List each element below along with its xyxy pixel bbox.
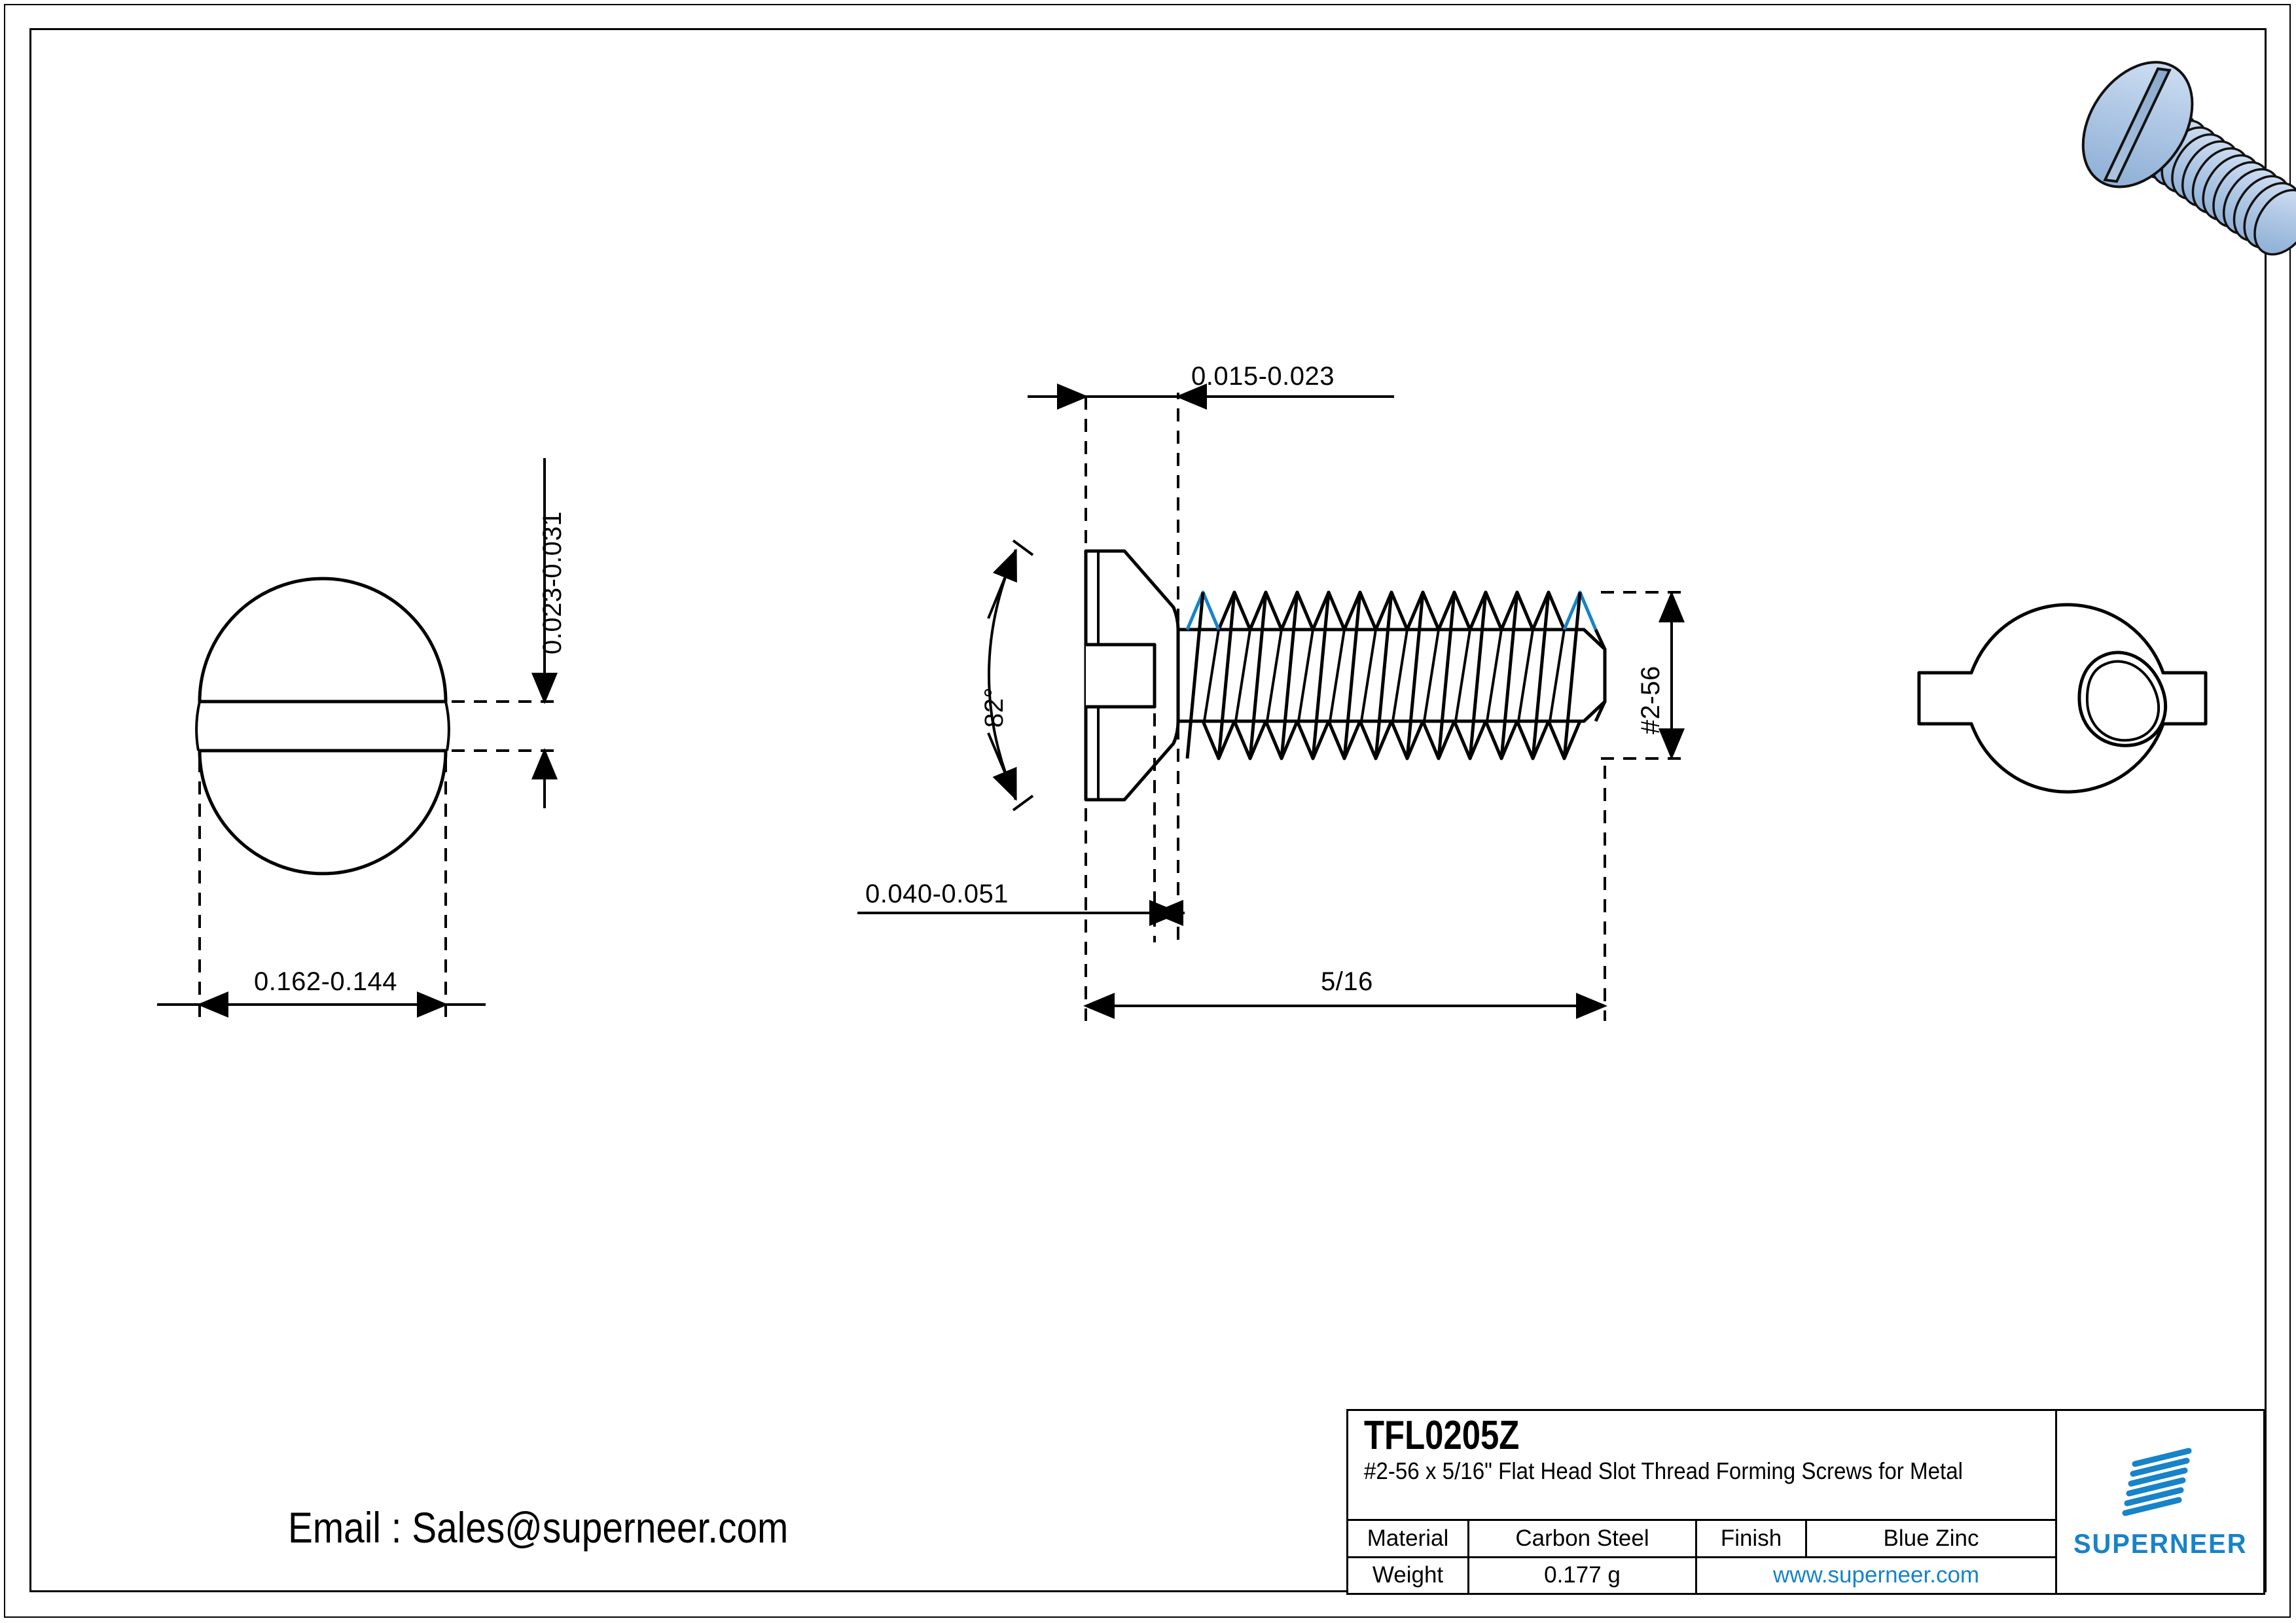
website-link[interactable]: www.superneer.com: [1772, 1562, 1980, 1588]
dim-label-slot-width: 0.023-0.031: [538, 510, 567, 654]
title-block-main: TFL0205Z #2-56 x 5/16" Flat Head Slot Th…: [1348, 1411, 2057, 1593]
dim-label-slot-depth: 0.040-0.051: [865, 880, 1009, 908]
material-value: Carbon Steel: [1469, 1521, 1697, 1556]
brand-logo: SUPERNEER: [2057, 1411, 2263, 1593]
dim-label-head-height: 0.015-0.023: [1191, 362, 1335, 391]
material-label: Material: [1348, 1521, 1469, 1556]
contact-email: Email : Sales@superneer.com: [288, 1503, 789, 1552]
brand-wordmark: SUPERNEER: [2073, 1528, 2248, 1559]
superneer-mark-icon: [2122, 1448, 2191, 1516]
sheet-border-inner: [29, 28, 2267, 1592]
finish-label: Finish: [1697, 1521, 1807, 1556]
dim-label-head-diameter: 0.162-0.144: [254, 967, 398, 996]
title-block: TFL0205Z #2-56 x 5/16" Flat Head Slot Th…: [1346, 1409, 2265, 1595]
part-description: #2-56 x 5/16" Flat Head Slot Thread Form…: [1364, 1457, 1963, 1485]
weight-value: 0.177 g: [1469, 1558, 1697, 1593]
spec-row-weight: Weight 0.177 g www.superneer.com: [1348, 1558, 2055, 1593]
finish-value: Blue Zinc: [1883, 1525, 1979, 1551]
title-block-header: TFL0205Z #2-56 x 5/16" Flat Head Slot Th…: [1348, 1411, 2055, 1521]
dim-label-screw-length: 5/16: [1321, 967, 1373, 996]
spec-row-material: Material Carbon Steel Finish Blue Zinc: [1348, 1521, 2055, 1558]
part-code: TFL0205Z: [1364, 1413, 1520, 1458]
sheet-border-outer: [4, 4, 2291, 1618]
dim-label-thread-size: #2-56: [1636, 666, 1665, 734]
dim-label-countersink-angle: 82°: [980, 687, 1009, 728]
weight-label: Weight: [1348, 1558, 1469, 1593]
